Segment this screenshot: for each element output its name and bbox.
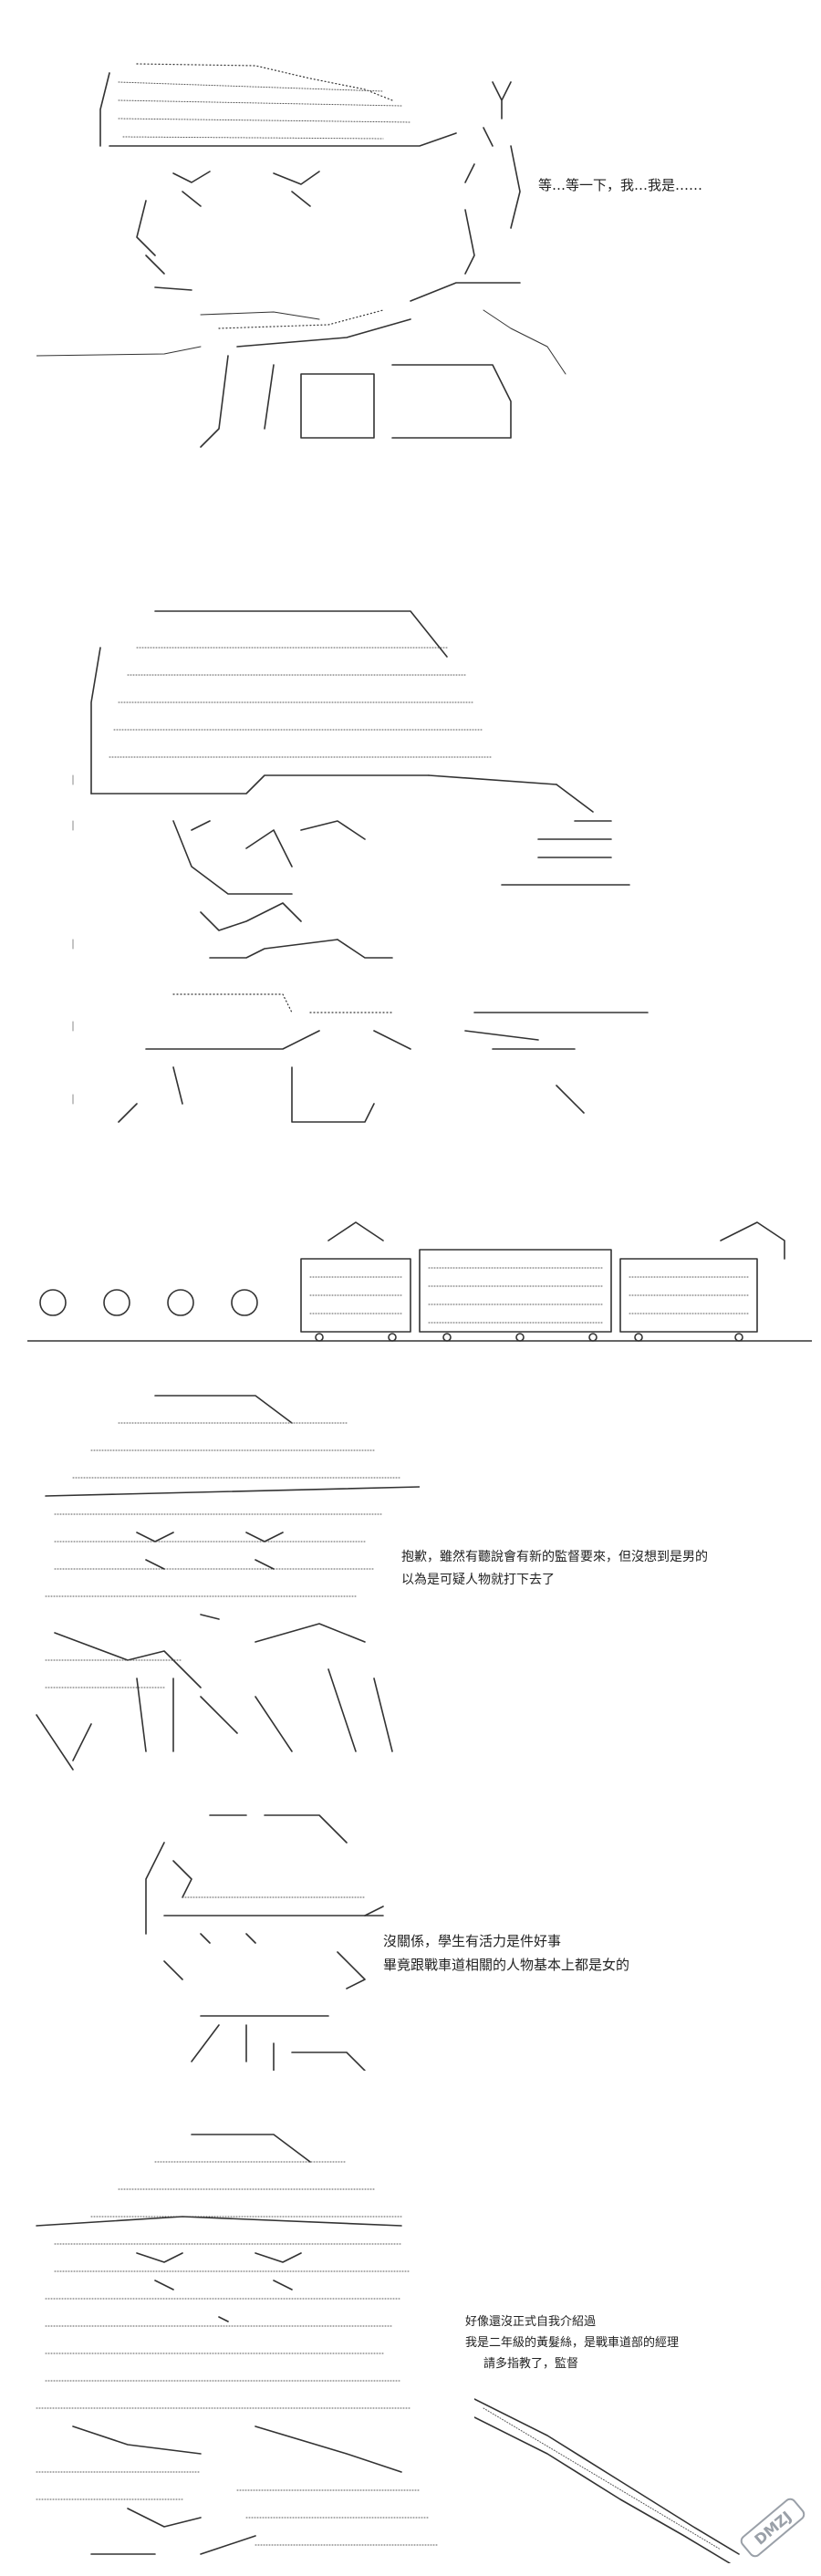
ascii-art-drawing <box>36 63 566 448</box>
ascii-art-fallen-character <box>36 46 584 465</box>
speech-line: 以為是可疑人物就打下去了 <box>401 1572 555 1587</box>
speech-line: 畢竟跟戰車道相關的人物基本上都是女的 <box>383 1957 630 1974</box>
ascii-art-drawing <box>36 1395 420 1771</box>
panel-4: 抱歉，雖然有聽說會有新的監督要來，但沒想到是男的 以為是可疑人物就打下去了 <box>0 1368 821 1788</box>
ascii-art-hat-closeup <box>64 593 702 1131</box>
speech-text: 好像還沒正式自我介紹過 我是二年級的黃髮絲，是戰車道部的經理 請多指教了，監督 <box>465 2312 679 2374</box>
ascii-art-drawing <box>36 2134 439 2555</box>
speech-line: 請多指教了，監督 <box>483 2356 579 2371</box>
ascii-art-glasses-character <box>109 1806 410 2071</box>
ascii-art-girl-apologizing <box>18 1387 420 1779</box>
ascii-art-drawing <box>72 610 649 1123</box>
watermark-drawing: DMZJ <box>740 2498 805 2558</box>
speech-text: 抱歉，雖然有聽說會有新的監督要來，但沒想到是男的 以為是可疑人物就打下去了 <box>401 1546 708 1591</box>
speech-text: 等…等一下，我…我是…… <box>538 173 702 197</box>
panel-5: 沒關係，學生有活力是件好事 畢竟跟戰車道相關的人物基本上都是女的 <box>0 1788 821 2071</box>
speech-line: 我是二年級的黃髮絲，是戰車道部的經理 <box>465 2335 680 2350</box>
panel-2 <box>0 547 821 1140</box>
ascii-art-drawing <box>474 2398 740 2563</box>
ascii-art-tank-barrel <box>474 2381 748 2563</box>
panel-1: 等…等一下，我…我是…… <box>0 0 821 474</box>
ascii-art-drawing <box>145 1814 384 2071</box>
ascii-art-girl-introducing <box>18 2125 447 2572</box>
panel-3 <box>0 1177 821 1387</box>
speech-line: 等…等一下，我…我是…… <box>538 177 703 193</box>
speech-line: 好像還沒正式自我介紹過 <box>465 2315 597 2329</box>
ascii-art-tank-train <box>27 1204 812 1359</box>
speech-text: 沒關係，學生有活力是件好事 畢竟跟戰車道相關的人物基本上都是女的 <box>383 1929 629 1978</box>
ascii-art-drawing <box>27 1221 812 1342</box>
watermark-logo: DMZJ <box>732 2487 814 2569</box>
panel-6: 好像還沒正式自我介紹過 我是二年級的黃髮絲，是戰車道部的經理 請多指教了，監督 … <box>0 2107 821 2576</box>
speech-line: 抱歉，雖然有聽說會有新的監督要來，但沒想到是男的 <box>401 1550 708 1564</box>
speech-line: 沒關係，學生有活力是件好事 <box>383 1933 562 1949</box>
